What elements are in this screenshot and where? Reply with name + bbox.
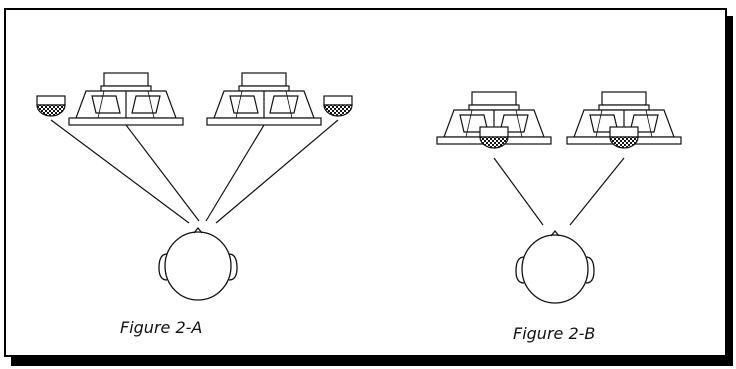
left-tweeter-icon — [36, 95, 66, 117]
right-tweeter-icon — [323, 95, 353, 117]
figure-2b-caption: Figure 2-B — [513, 324, 596, 343]
figure-2b-diagram — [436, 91, 682, 304]
figure-2a-diagram — [36, 72, 353, 301]
figure-2a-caption: Figure 2-A — [120, 318, 203, 337]
